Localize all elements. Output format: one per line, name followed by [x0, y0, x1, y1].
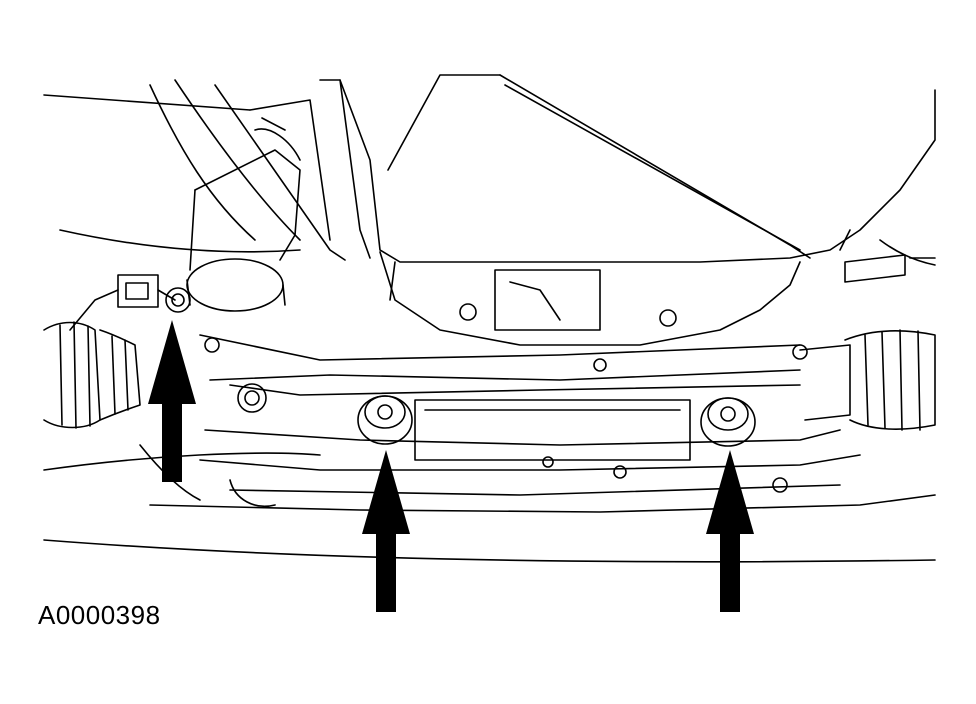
arrow-left: [148, 320, 196, 482]
arrow-center: [362, 450, 410, 612]
hoses: [44, 80, 935, 282]
electrical-connector: [70, 275, 175, 330]
actuator-cylinder: [187, 118, 300, 311]
left-steering-boot: [44, 322, 140, 428]
crossmember: [150, 270, 935, 512]
bolt-center: [358, 396, 412, 444]
bolt-right: [701, 398, 755, 446]
figure-id-label: A0000398: [38, 600, 161, 630]
right-steering-boot: [800, 330, 935, 430]
bolt-left: [166, 288, 190, 312]
oil-pan: [320, 75, 935, 345]
arrow-right: [706, 450, 754, 612]
mounting-bolts: [166, 288, 755, 446]
